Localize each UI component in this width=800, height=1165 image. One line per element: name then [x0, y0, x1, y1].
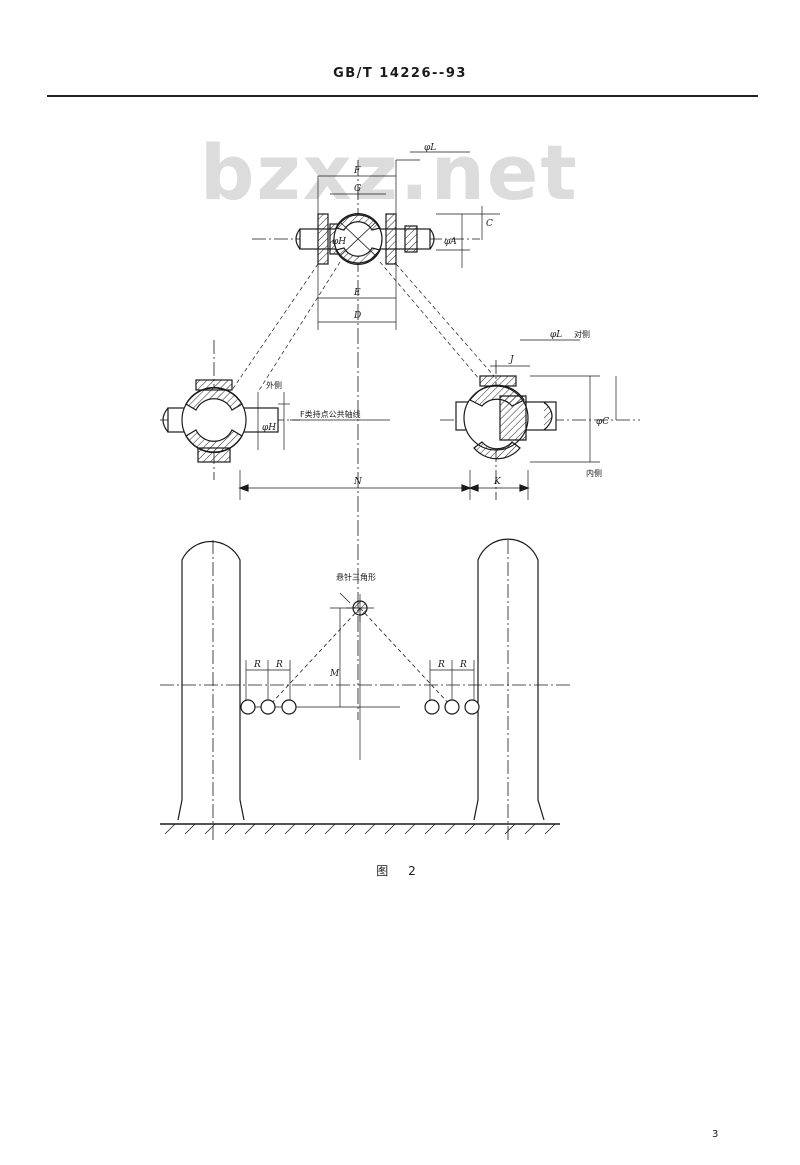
label-K-dim: K: [493, 477, 502, 487]
label-R4: R: [459, 660, 467, 670]
label-axis-note: F类持点公共轴线: [300, 409, 361, 419]
label-J-right: J: [508, 355, 515, 365]
right-joint-assembly: [440, 339, 640, 500]
label-left-side: 外侧: [266, 380, 282, 390]
header-rule: [47, 95, 758, 97]
figure-caption: 图 2: [376, 864, 424, 878]
label-G-top: G: [354, 184, 361, 194]
label-C-top: C: [486, 219, 493, 229]
label-E-top: E: [353, 288, 361, 298]
standard-code: GB/T 14226--93: [333, 66, 467, 81]
label-D-top: D: [353, 311, 361, 321]
label-phiC-right: φC: [596, 417, 609, 427]
label-phiL-top: φL: [424, 143, 436, 153]
label-F-top: F: [353, 166, 361, 176]
label-phiA-top: φA: [444, 237, 457, 247]
left-joint-assembly: [160, 340, 300, 480]
page-number: 3: [712, 1129, 719, 1140]
label-inner-side: 内侧: [586, 468, 602, 478]
label-right-side: 对侧: [574, 329, 590, 339]
label-phiL-right: φL: [550, 330, 562, 340]
watermark: bzxz.net: [200, 128, 579, 217]
label-M-dim: M: [329, 669, 340, 679]
label-R1: R: [253, 660, 261, 670]
label-N-dim: N: [353, 477, 363, 487]
label-target-triangle: 悬针三角形: [336, 572, 376, 582]
top-joint-assembly: [252, 151, 500, 720]
left-post: [177, 540, 245, 840]
right-post: [473, 538, 545, 840]
label-R3: R: [437, 660, 445, 670]
label-R2: R: [275, 660, 283, 670]
label-phiH-top: φH: [332, 237, 346, 247]
label-phiH-left: φH: [262, 423, 276, 433]
ground-hatching: [164, 823, 556, 835]
